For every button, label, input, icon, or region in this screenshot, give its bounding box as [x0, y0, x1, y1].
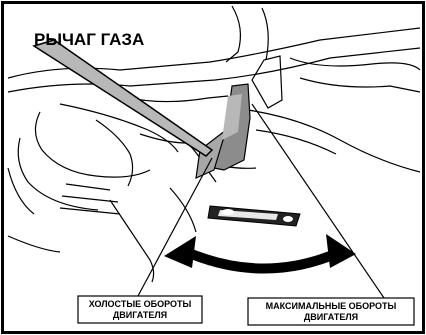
max-label-box: МАКСИМАЛЬНЫЕ ОБОРОТЫ ДВИГАТЕЛЯ	[248, 298, 414, 325]
idle-label-box: ХОЛОСТЫЕ ОБОРОТЫ ДВИГАТЕЛЯ	[78, 296, 202, 323]
turtle-icon	[222, 209, 234, 215]
callout-title: РЫЧАГ ГАЗА	[34, 30, 144, 49]
rabbit-icon	[283, 216, 293, 222]
idle-label-line2: ДВИГАТЕЛЯ	[113, 310, 167, 320]
idle-label-line1: ХОЛОСТЫЕ ОБОРОТЫ	[89, 299, 192, 309]
max-label-line2: ДВИГАТЕЛЯ	[304, 312, 358, 322]
max-label-line1: МАКСИМАЛЬНЫЕ ОБОРОТЫ	[266, 301, 397, 311]
